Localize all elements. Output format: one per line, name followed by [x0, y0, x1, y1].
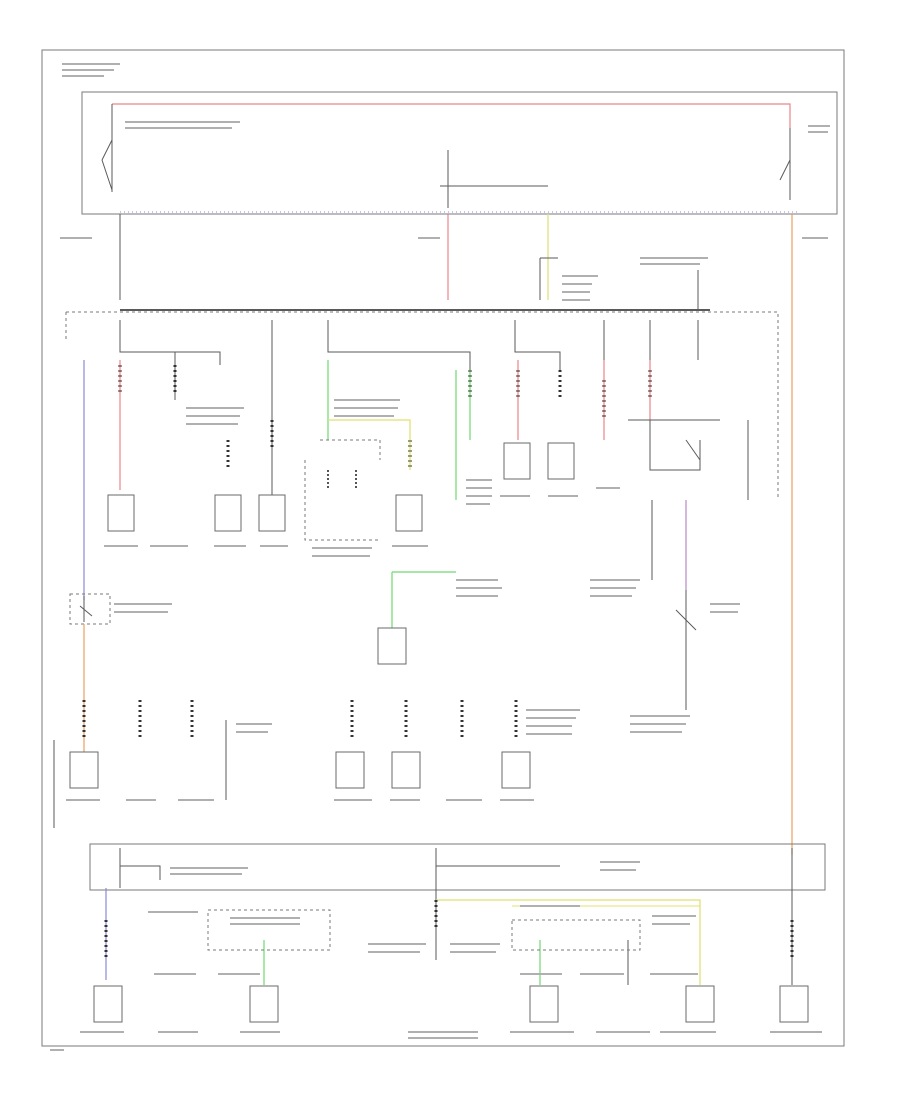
- component-mid: [377, 627, 407, 665]
- lower-right-chain: [651, 500, 687, 710]
- red-feed-wire: [112, 103, 791, 128]
- ignition-switch-block: [81, 91, 838, 215]
- switch-contact-left: [101, 104, 113, 192]
- dashed-module: [304, 439, 381, 541]
- relay-switch-lower: [675, 590, 697, 640]
- components-bottom: [93, 985, 809, 1023]
- fuse-drops: [119, 320, 699, 500]
- yellow-wire-bottom: [436, 899, 701, 985]
- junction-label-lines: [539, 257, 699, 310]
- relay-switch: [628, 419, 720, 471]
- green-wire-2: [455, 370, 471, 500]
- components-row-1: [107, 442, 575, 532]
- bottom-module-right: [511, 919, 641, 951]
- relay-box-left: [69, 593, 111, 625]
- fuse-block-outline: [65, 311, 779, 500]
- side-bracket-left: [53, 720, 227, 828]
- bottom-fuse-block: [89, 843, 826, 891]
- connectors-bottom: [104, 900, 794, 960]
- bottom-bus: [119, 848, 793, 960]
- illegible-labels: [50, 63, 830, 1051]
- switch-contact-center: [440, 150, 548, 208]
- connectors-row-2: [82, 700, 518, 740]
- switch-contact-right: [779, 128, 791, 200]
- components-row-2: [69, 751, 531, 789]
- green-module-wire: [391, 571, 456, 630]
- relay-contact: [79, 596, 93, 622]
- diagram-frame: [41, 49, 845, 1047]
- yellow-wire-1: [328, 419, 411, 470]
- module-pins: [327, 470, 357, 490]
- gray-wire-bottom: [627, 888, 793, 985]
- bottom-module-left: [207, 909, 331, 951]
